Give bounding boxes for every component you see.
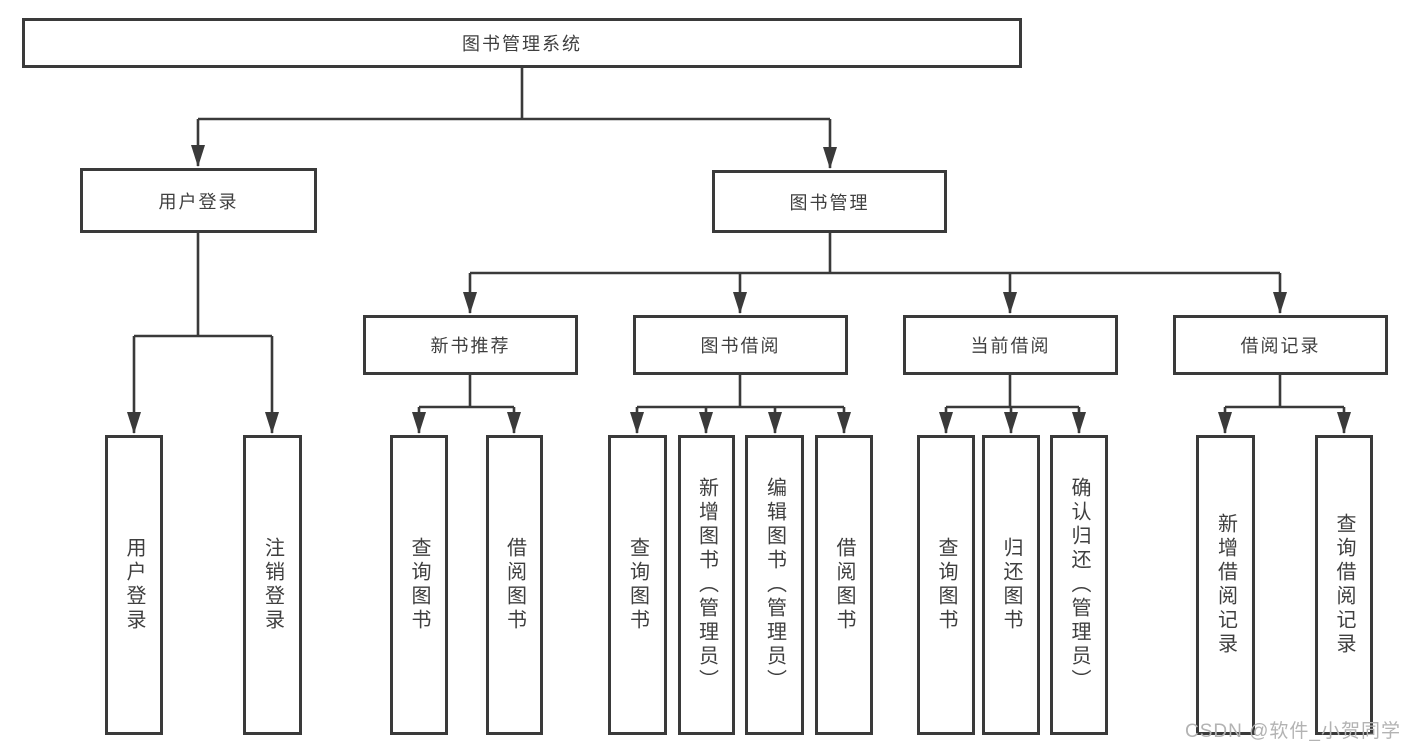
leaf-current-confirm-return-admin: 确认归还（管理员） bbox=[1050, 435, 1108, 735]
node-current-borrow: 当前借阅 bbox=[903, 315, 1118, 375]
leaf-logout-login: 注销登录 bbox=[243, 435, 302, 735]
node-user-login: 用户登录 bbox=[80, 168, 317, 233]
leaf-borrow-query-books: 查询图书 bbox=[608, 435, 667, 735]
leaf-borrow-add-books-admin: 新增图书（管理员） bbox=[678, 435, 735, 735]
leaf-record-query: 查询借阅记录 bbox=[1315, 435, 1373, 735]
leaf-record-add: 新增借阅记录 bbox=[1196, 435, 1255, 735]
node-new-book-recommend: 新书推荐 bbox=[363, 315, 578, 375]
leaf-borrow-edit-books-admin: 编辑图书（管理员） bbox=[745, 435, 804, 735]
leaf-borrow-borrow-books: 借阅图书 bbox=[815, 435, 873, 735]
node-book-borrow: 图书借阅 bbox=[633, 315, 848, 375]
leaf-newbook-borrow-books: 借阅图书 bbox=[486, 435, 543, 735]
leaf-newbook-query-books: 查询图书 bbox=[390, 435, 448, 735]
leaf-current-return-books: 归还图书 bbox=[982, 435, 1040, 735]
leaf-user-login: 用户登录 bbox=[105, 435, 163, 735]
node-borrow-record: 借阅记录 bbox=[1173, 315, 1388, 375]
leaf-current-query-books: 查询图书 bbox=[917, 435, 975, 735]
node-book-management-system: 图书管理系统 bbox=[22, 18, 1022, 68]
node-book-management: 图书管理 bbox=[712, 170, 947, 233]
